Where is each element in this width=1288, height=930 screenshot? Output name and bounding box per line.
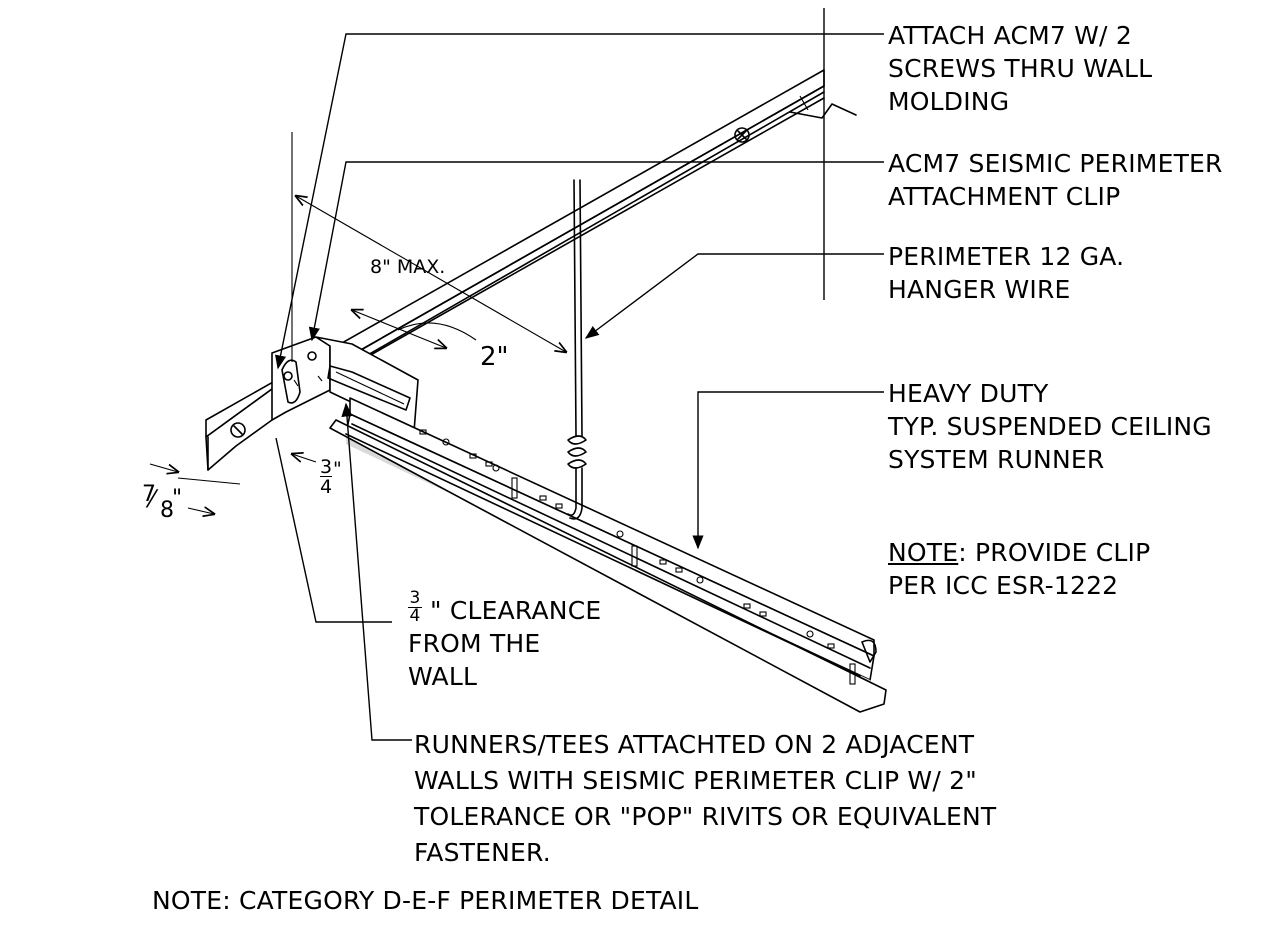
molding-height-slash: ⁄ — [150, 485, 155, 513]
callout-clearance: 3 4 " CLEARANCE FROM THE WALL — [408, 590, 602, 693]
callout-attach-acm7-line3: MOLDING — [888, 87, 1010, 116]
suspended-ceiling-runner — [329, 397, 887, 713]
callout-acm7-clip: ACM7 SEISMIC PERIMETER ATTACHMENT CLIP — [888, 147, 1223, 213]
callout-attach-acm7-line2: SCREWS THRU WALL — [888, 54, 1153, 83]
callout-hanger-wire: PERIMETER 12 GA. HANGER WIRE — [888, 240, 1124, 306]
flange-den: 4 — [320, 476, 333, 498]
clearance-line3: WALL — [408, 662, 478, 691]
callout-hanger-wire-line2: HANGER WIRE — [888, 275, 1071, 304]
callout-attach-acm7-line1: ATTACH ACM7 W/ 2 — [888, 21, 1132, 50]
callout-runner-line1: HEAVY DUTY — [888, 379, 1049, 408]
dimension-max-spacing: 8" MAX. — [370, 256, 446, 278]
callout-runners-tees-line3: TOLERANCE OR "POP" RIVITS OR EQUIVALENT — [414, 802, 997, 831]
callout-acm7-clip-line1: ACM7 SEISMIC PERIMETER — [888, 149, 1223, 178]
footer-note: NOTE: CATEGORY D-E-F PERIMETER DETAIL — [152, 886, 699, 915]
clearance-fraction-den: 4 — [409, 606, 421, 626]
dimension-tolerance: 2" — [480, 342, 509, 372]
flange-num: 3 — [320, 456, 333, 478]
callout-runners-tees-line2: WALLS WITH SEISMIC PERIMETER CLIP W/ 2" — [414, 766, 977, 795]
molding-height-num: 7 — [142, 482, 156, 507]
callout-attach-acm7: ATTACH ACM7 W/ 2 SCREWS THRU WALL MOLDIN… — [888, 19, 1152, 118]
wall-molding — [205, 69, 857, 471]
clearance-fraction-num: 3 — [408, 588, 422, 608]
molding-height-unit: " — [172, 486, 183, 511]
callout-acm7-clip-line2: ATTACHMENT CLIP — [888, 182, 1121, 211]
callout-runners-tees: RUNNERS/TEES ATTACHTED ON 2 ADJACENT WAL… — [414, 727, 996, 871]
molding-height-den: 8 — [160, 498, 174, 523]
clearance-fraction: 3 4 — [408, 590, 422, 625]
acm7-clip — [271, 336, 419, 433]
callout-hanger-wire-line1: PERIMETER 12 GA. — [888, 242, 1125, 271]
callout-runner-line3: SYSTEM RUNNER — [888, 445, 1105, 474]
note-text: : PROVIDE CLIP — [958, 538, 1151, 567]
callout-runner: HEAVY DUTY TYP. SUSPENDED CEILING SYSTEM… — [888, 377, 1212, 476]
note-label: NOTE — [888, 538, 959, 567]
flange-unit: " — [333, 458, 342, 480]
note-provide-clip: NOTE: PROVIDE CLIP PER ICC ESR-1222 — [888, 536, 1150, 602]
clearance-line2: FROM THE — [408, 629, 541, 658]
leader-lines — [275, 8, 884, 741]
callout-runner-line2: TYP. SUSPENDED CEILING — [888, 412, 1212, 441]
note-line2: PER ICC ESR-1222 — [888, 571, 1119, 600]
callout-runners-tees-line1: RUNNERS/TEES ATTACHTED ON 2 ADJACENT — [414, 730, 975, 759]
clearance-line1: " CLEARANCE — [430, 596, 602, 625]
callout-runners-tees-line4: FASTENER. — [414, 838, 551, 867]
hanger-wire — [567, 179, 587, 520]
dimension-lines — [149, 132, 566, 514]
